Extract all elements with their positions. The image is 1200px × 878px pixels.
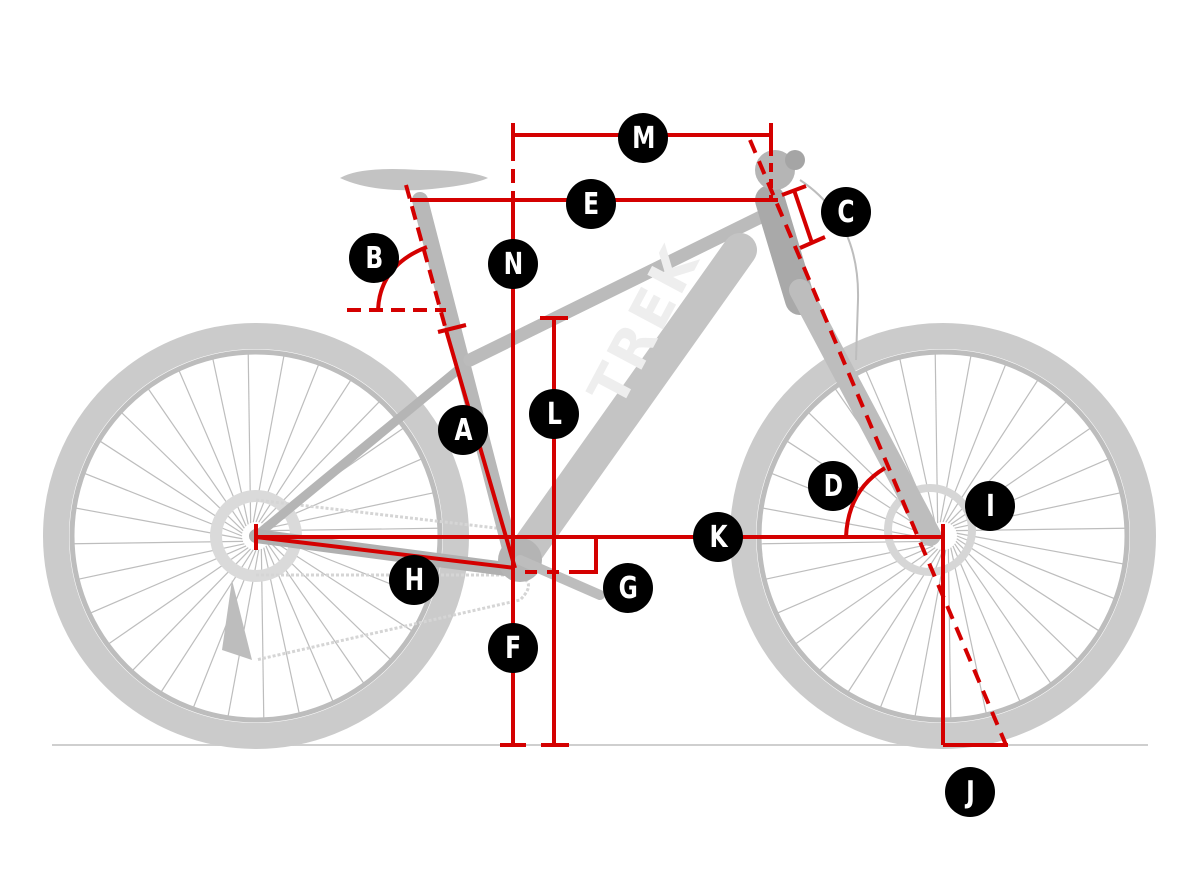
label-f: F (488, 623, 538, 673)
crank-arm (515, 555, 605, 600)
label-text: B (365, 240, 383, 276)
label-d: D (808, 461, 858, 511)
label-text: L (546, 396, 562, 432)
down-tube (503, 233, 757, 577)
label-text: K (709, 519, 727, 555)
seat-stay (251, 355, 475, 541)
measurements (254, 123, 1008, 747)
label-m: M (618, 113, 668, 163)
label-j: J (945, 767, 995, 817)
label-k: K (693, 512, 743, 562)
label-text: E (583, 186, 599, 222)
label-text: H (404, 562, 425, 598)
measure-a (444, 329, 517, 569)
label-b: B (349, 233, 399, 283)
fork (789, 279, 941, 546)
label-text: F (505, 630, 521, 666)
measure-d-arc (844, 466, 887, 538)
top-tube (463, 203, 782, 367)
label-h: H (389, 555, 439, 605)
derailleur (222, 580, 252, 660)
label-text: N (503, 246, 524, 282)
label-g: G (603, 563, 653, 613)
measure-c (792, 189, 814, 244)
label-e: E (566, 179, 616, 229)
saddle (340, 169, 488, 191)
label-text: A (454, 412, 472, 448)
label-text: G (618, 570, 638, 606)
rear-wheel (43, 323, 469, 749)
label-text: M (631, 120, 655, 156)
label-i: I (965, 481, 1015, 531)
measure-g (580, 537, 598, 574)
label-text: J (966, 774, 975, 810)
label-text: D (823, 468, 843, 504)
label-text: I (986, 488, 995, 524)
seat-tube-axis (404, 184, 448, 331)
disc-rotor (884, 484, 976, 576)
label-text: C (837, 194, 855, 230)
steering-axis (748, 139, 1008, 746)
label-a: A (438, 405, 488, 455)
label-l: L (529, 389, 579, 439)
measure-h (255, 535, 516, 570)
label-c: C (821, 187, 871, 237)
label-n: N (488, 239, 538, 289)
